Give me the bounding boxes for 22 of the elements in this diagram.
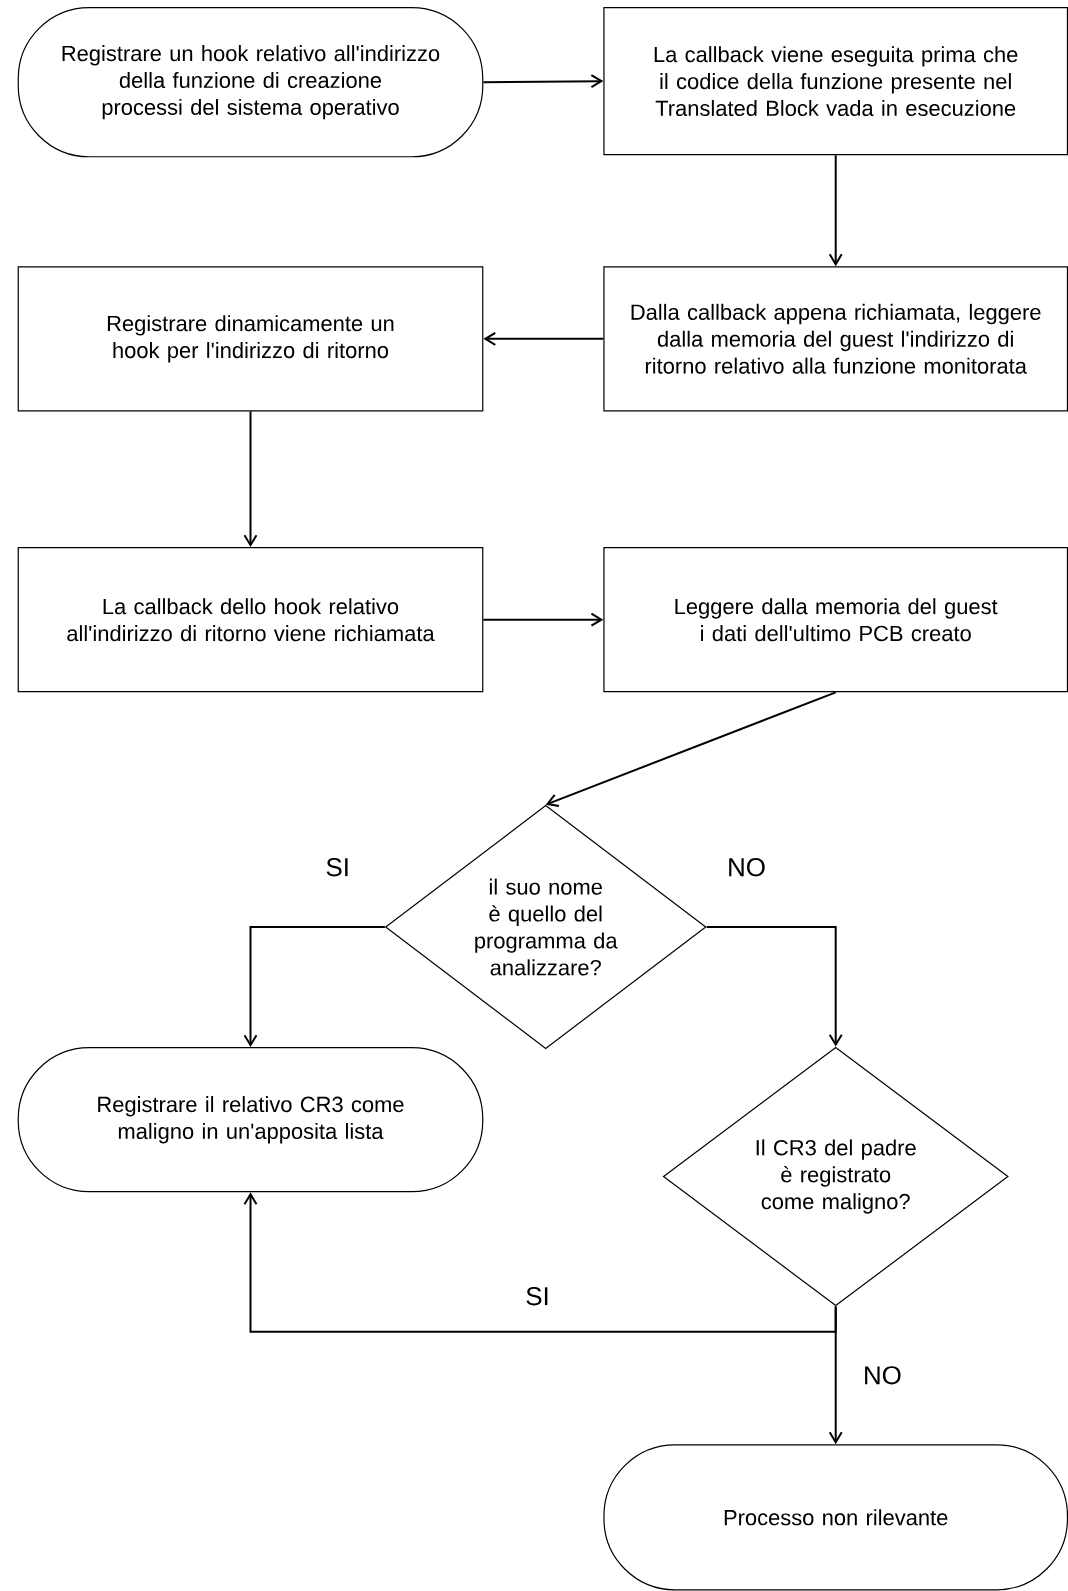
terminal-box: Processo non rilevante <box>603 1444 1068 1591</box>
edge-label: NO <box>865 1366 901 1385</box>
edge-label: SI <box>326 858 348 877</box>
arrow <box>828 1305 843 1445</box>
arrow <box>828 154 843 267</box>
edge-label: NO <box>729 858 765 877</box>
process-box: Registrare dinamicamente un hook per l'indirizzo di ritorno <box>17 266 484 412</box>
arrow <box>243 1192 837 1333</box>
edge-label: SI <box>526 1287 548 1306</box>
arrow <box>243 926 386 1048</box>
arrow <box>545 691 837 807</box>
terminal-box: Registrare il relativo CR3 come maligno in un'apposita lista <box>17 1047 484 1193</box>
process-box: La callback viene eseguita prima che il codice della funzione presente nel Translated Block vada in esecuzione <box>603 6 1068 156</box>
process-box: Dalla callback appena richiamata, leggere dalla memoria del guest l'indirizzo di ritorno relativo alla funzione monitorata <box>603 266 1068 412</box>
arrow <box>482 612 604 627</box>
arrow <box>482 74 604 89</box>
arrow <box>483 331 605 346</box>
process-box: Leggere dalla memoria del guest i dati dell'ultimo PCB creato <box>603 547 1068 693</box>
arrow <box>243 410 258 548</box>
process-box: La callback dello hook relativo all'indirizzo di ritorno viene richiamata <box>17 547 484 693</box>
arrow <box>705 926 843 1047</box>
terminal-box: Registrare un hook relativo all'indirizzo della funzione di creazione processi del sistema operativo <box>17 7 484 158</box>
